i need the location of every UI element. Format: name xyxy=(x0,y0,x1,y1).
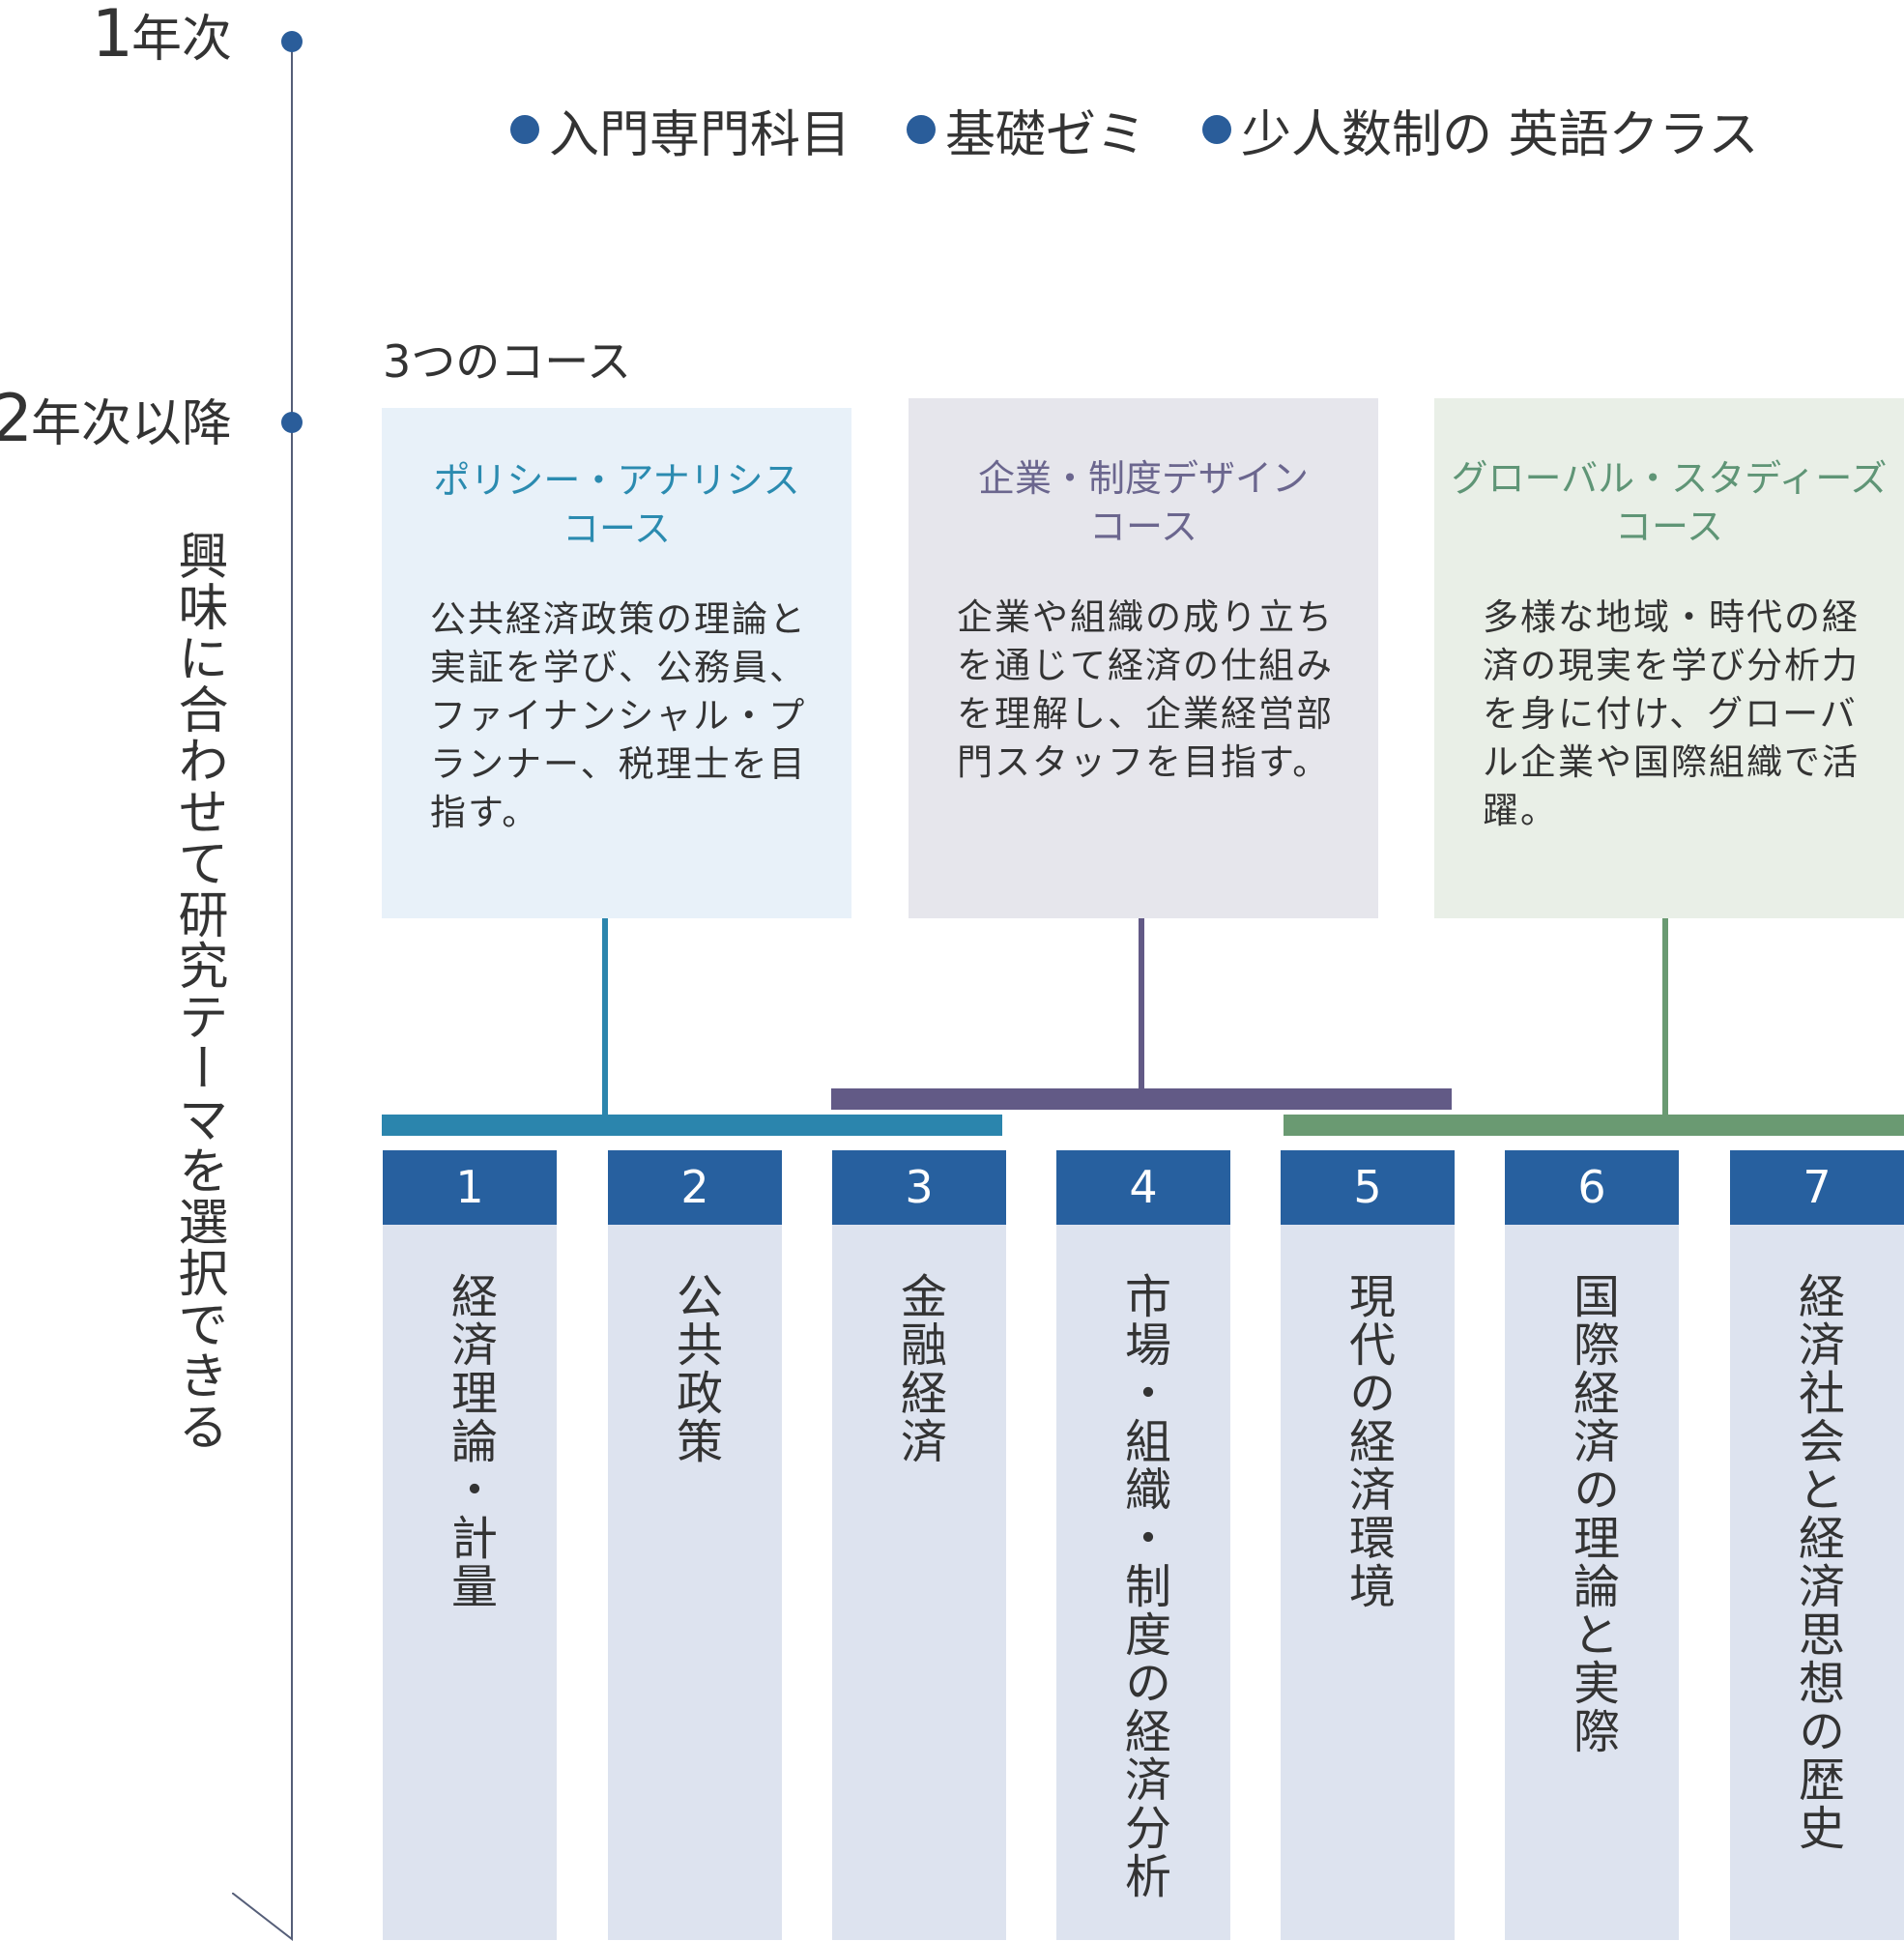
course-title: 企業・制度デザイン コース xyxy=(977,457,1309,548)
topic-column xyxy=(1730,1150,1904,1940)
course-title: グローバル・スタディーズ コース xyxy=(1451,457,1888,548)
timeline-line xyxy=(291,41,293,1937)
course-box-policy: ポリシー・アナリシス コース 公共経済政策の理論と実証を学び、公務員、ファイナン… xyxy=(382,408,851,918)
course-desc: 公共経済政策の理論と実証を学び、公務員、ファイナンシャル・プランナー、税理士を目… xyxy=(430,598,807,833)
year1-label: 1年次 xyxy=(91,0,232,72)
first-year-list: 入門専門科目 基礎ゼミ 少人数制の 英語クラス xyxy=(510,95,1759,164)
topic-column xyxy=(1056,1150,1230,1940)
timeline-dot-year2 xyxy=(281,412,303,433)
courses-label: 3つのコース xyxy=(383,335,631,388)
connector-stem-policy xyxy=(602,918,608,1116)
vertical-note: 興味に合わせて研究テーマを選択できる xyxy=(169,530,227,1452)
topic-column xyxy=(608,1150,782,1940)
bullet-icon xyxy=(1202,115,1232,144)
course-desc: 多様な地域・時代の経済の現実を学び分析力を身に付け、グローバル企業や国際組織で活… xyxy=(1483,596,1860,831)
topic-number: 5 xyxy=(1281,1150,1455,1225)
topic-number: 4 xyxy=(1056,1150,1230,1225)
topic-column xyxy=(1505,1150,1679,1940)
connector-bar-global xyxy=(1284,1115,1904,1136)
topic-label: 国際経済の理論と実際 xyxy=(1565,1272,1619,1755)
timeline-arrow-icon xyxy=(232,1893,293,1941)
course-box-design: 企業・制度デザイン コース 企業や組織の成り立ちを通じて経済の仕組みを理解し、企… xyxy=(909,398,1378,918)
first-year-item: 基礎ゼミ xyxy=(907,94,1146,166)
topic-number: 1 xyxy=(383,1150,557,1225)
topic-number: 3 xyxy=(832,1150,1006,1225)
timeline-dot-year1 xyxy=(281,31,303,52)
course-box-global: グローバル・スタディーズ コース 多様な地域・時代の経済の現実を学び分析力を身に… xyxy=(1434,398,1904,918)
first-year-item: 少人数制の 英語クラス xyxy=(1202,94,1759,166)
connector-stem-global xyxy=(1662,918,1668,1116)
topic-column xyxy=(1281,1150,1455,1940)
topic-label: 現代の経済環境 xyxy=(1341,1272,1395,1610)
topic-number: 2 xyxy=(608,1150,782,1225)
bullet-icon xyxy=(907,115,937,144)
topic-label: 金融経済 xyxy=(892,1272,946,1465)
topic-label: 経済理論・計量 xyxy=(443,1272,497,1610)
connector-bar-design xyxy=(831,1088,1452,1110)
topic-column xyxy=(383,1150,557,1940)
topic-label: 公共政策 xyxy=(668,1272,722,1465)
topic-number: 7 xyxy=(1730,1150,1904,1225)
year2-label: 2年次以降 xyxy=(0,381,232,457)
bullet-icon xyxy=(510,115,539,144)
topic-label: 経済社会と経済思想の歴史 xyxy=(1790,1272,1844,1852)
topic-label: 市場・組織・制度の経済分析 xyxy=(1116,1272,1170,1900)
connector-stem-design xyxy=(1139,918,1144,1090)
connector-bar-policy xyxy=(382,1115,1002,1136)
topic-column xyxy=(832,1150,1006,1940)
course-desc: 企業や組織の成り立ちを通じて経済の仕組みを理解し、企業経営部門スタッフを目指す。 xyxy=(957,596,1334,783)
course-title: ポリシー・アナリシス コース xyxy=(433,459,800,550)
first-year-item: 入門専門科目 xyxy=(510,94,851,166)
topic-number: 6 xyxy=(1505,1150,1679,1225)
